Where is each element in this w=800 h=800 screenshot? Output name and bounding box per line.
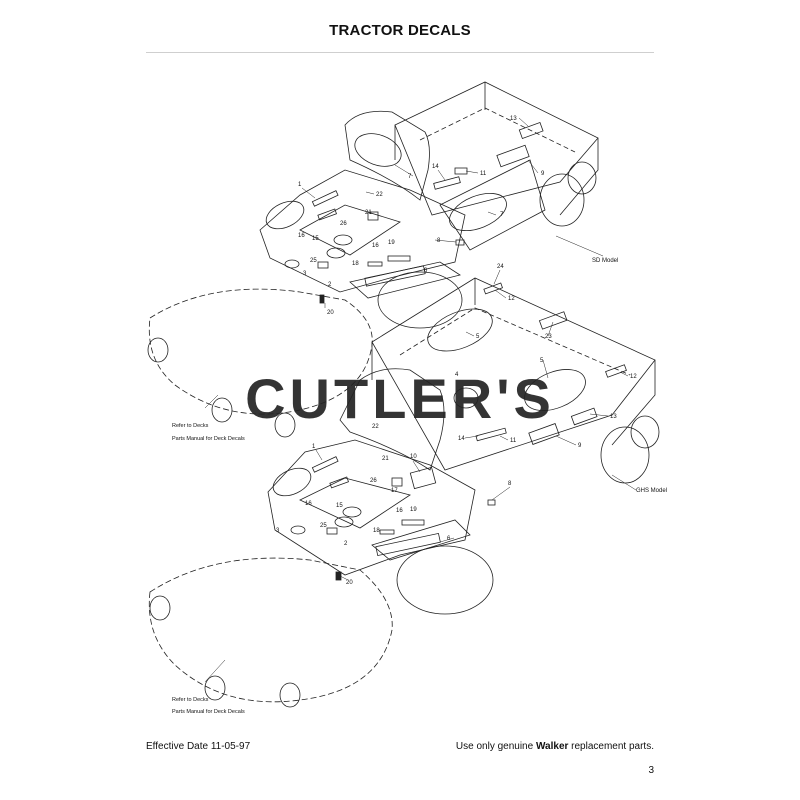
callout-22: 22 <box>376 192 383 198</box>
ghs-tractor-callouts: 24 12 23 5 5 4 12 13 14 11 9 22 1 21 10 … <box>276 264 637 586</box>
callout-17: 17 <box>391 488 398 494</box>
watermark: CUTLER'S <box>245 367 555 430</box>
callout-2: 2 <box>328 282 332 288</box>
sd-deck-note-line1: Refer to Decks <box>172 423 209 429</box>
callout-20: 20 <box>327 310 334 316</box>
callout-12b: 12 <box>630 374 637 380</box>
callout-16: 16 <box>298 233 305 239</box>
callout-13: 13 <box>510 116 517 122</box>
callout-9b: 9 <box>578 443 582 449</box>
callout-25b: 25 <box>320 523 327 529</box>
footer-suffix: replacement parts. <box>568 741 654 752</box>
sd-model-label: SD Model <box>592 258 618 264</box>
callout-19b: 19 <box>410 507 417 513</box>
sd-tractor-callouts: 13 7 14 11 9 1 22 26 21 7 16 15 8 16 19 … <box>298 116 545 316</box>
ghs-tractor-drawing <box>148 277 660 708</box>
callout-21: 21 <box>365 210 372 216</box>
page-number: 3 <box>648 765 654 776</box>
callout-26: 26 <box>340 221 347 227</box>
callout-15: 15 <box>312 236 319 242</box>
callout-5: 5 <box>476 334 480 340</box>
callout-20b: 20 <box>346 580 353 586</box>
callout-4: 4 <box>455 372 459 378</box>
callout-3: 3 <box>303 271 307 277</box>
callout-14b: 14 <box>458 436 465 442</box>
ghs-deck-note-line1: Refer to Decks <box>172 697 209 703</box>
callout-22b: 22 <box>372 424 379 430</box>
callout-24: 24 <box>497 264 504 270</box>
callout-13b: 13 <box>610 414 617 420</box>
callout-18: 18 <box>352 261 359 267</box>
sd-tractor-drawing <box>147 81 599 438</box>
callout-6: 6 <box>424 268 428 274</box>
callout-7: 7 <box>408 174 412 180</box>
footer-prefix: Use only genuine <box>455 741 536 752</box>
callout-16d: 16 <box>396 508 403 514</box>
callout-1b: 1 <box>312 444 316 450</box>
callout-21b: 21 <box>382 456 389 462</box>
callout-2b: 2 <box>344 541 348 547</box>
callout-19: 19 <box>388 240 395 246</box>
callout-6b: 6 <box>447 536 451 542</box>
callout-14: 14 <box>432 164 439 170</box>
title-divider <box>146 52 654 53</box>
footer-note: Use only genuine Walker replacement part… <box>456 741 654 752</box>
callout-10: 10 <box>410 454 417 460</box>
callout-9: 9 <box>541 171 545 177</box>
callout-23: 23 <box>545 334 552 340</box>
footer-brand: Walker <box>535 741 569 752</box>
callout-7b: 7 <box>500 212 504 218</box>
callout-3b: 3 <box>276 528 280 534</box>
callout-16b: 16 <box>372 243 379 249</box>
callout-5b: 5 <box>540 358 544 364</box>
callout-8: 8 <box>437 238 441 244</box>
page-title: TRACTOR DECALS <box>329 22 471 39</box>
callout-25: 25 <box>310 258 317 264</box>
callout-11b: 11 <box>510 438 517 444</box>
callout-11: 11 <box>480 171 487 177</box>
callout-26b: 26 <box>370 478 377 484</box>
ghs-deck-note-line2: Parts Manual for Deck Decals <box>172 709 245 715</box>
callout-16c: 16 <box>305 501 312 507</box>
sd-leader-lines <box>204 117 604 409</box>
callout-8b: 8 <box>508 481 512 487</box>
ghs-model-label: GHS Model <box>636 488 667 494</box>
callout-1: 1 <box>298 182 302 188</box>
callout-18b: 18 <box>373 528 380 534</box>
callout-15b: 15 <box>336 503 343 509</box>
effective-date: Effective Date 11-05-97 <box>146 741 251 752</box>
callout-12: 12 <box>508 296 515 302</box>
sd-deck-note-line2: Parts Manual for Deck Decals <box>172 436 245 442</box>
ghs-leader-lines <box>204 269 637 683</box>
